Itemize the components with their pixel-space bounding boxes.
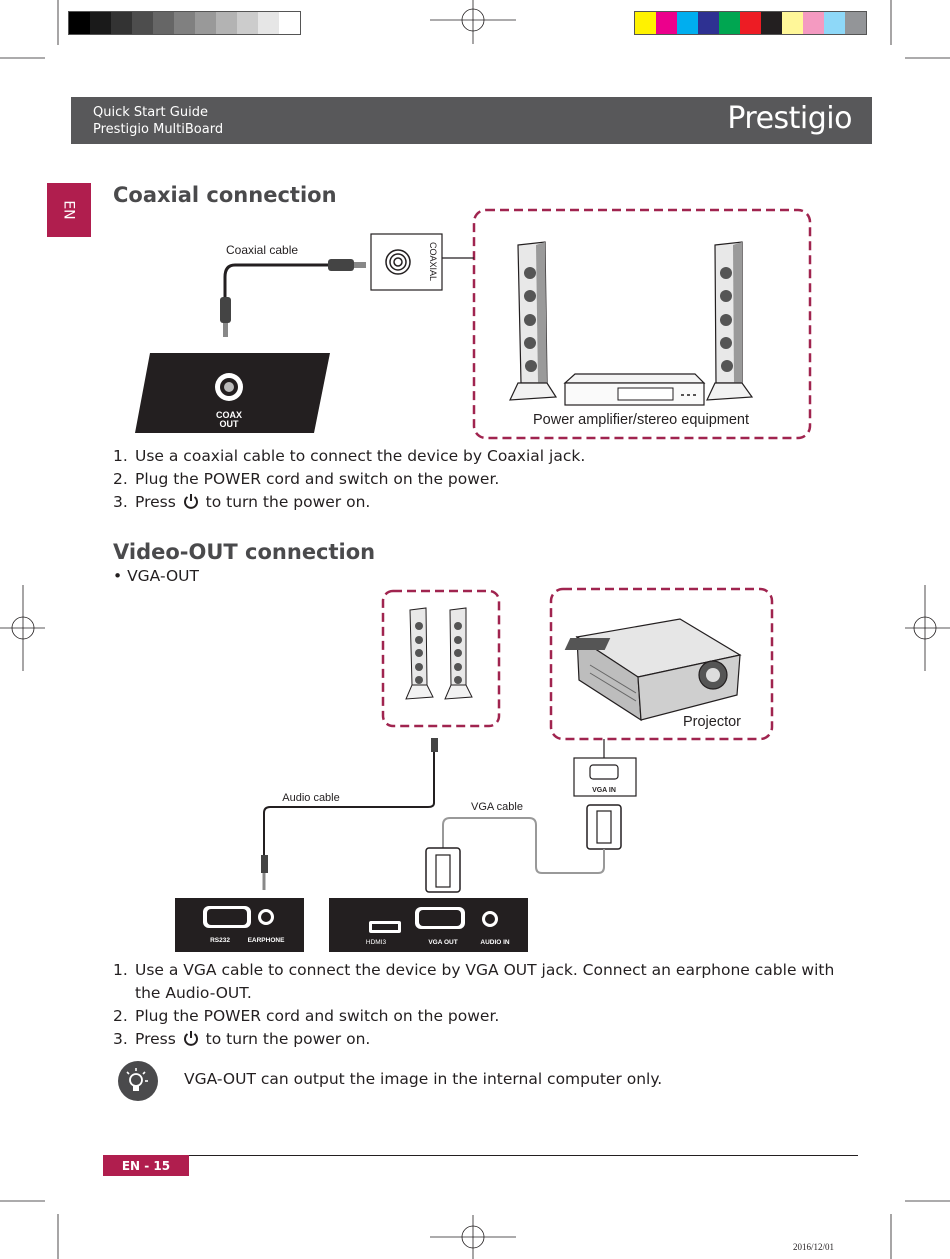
step-number: 1. (113, 961, 128, 979)
list-item: 1. Use a coaxial cable to connect the dev… (113, 445, 585, 468)
tip-text: VGA-OUT can output the image in the inte… (184, 1070, 663, 1088)
power-icon (183, 1031, 198, 1046)
audio-in-label: AUDIO IN (480, 939, 510, 946)
speaker-right (706, 241, 754, 401)
coax-out-label-line1: COAX (216, 410, 242, 420)
step-text: Use a VGA cable to connect the device by… (135, 961, 835, 979)
vga-out-bullet: • VGA-OUT (113, 567, 199, 585)
power-icon (183, 494, 198, 509)
coax-out-label-line2: OUT (220, 419, 240, 429)
earphone-label: EARPHONE (248, 937, 286, 944)
step-text: to turn the power on. (205, 1030, 371, 1048)
language-tab: EN (47, 183, 91, 237)
vga-cable-label: VGA cable (471, 801, 523, 813)
step-text: to turn the power on. (205, 493, 371, 511)
page-number-badge: EN - 15 (103, 1155, 189, 1176)
color-calibration-bar (634, 11, 867, 35)
projector (564, 618, 742, 722)
projector-label: Projector (683, 714, 741, 730)
hdmi-label: HDMI3 (366, 939, 387, 946)
vga-in-label: VGA IN (592, 787, 616, 794)
list-item: the Audio-OUT. (113, 982, 834, 1005)
step-number: 3. (113, 1030, 128, 1048)
header-title: Quick Start Guide Prestigio MultiBoard (93, 104, 223, 138)
grayscale-calibration-bar (68, 11, 301, 35)
list-item: 2. Plug the POWER cord and switch on the … (113, 468, 585, 491)
video-out-steps: 1. Use a VGA cable to connect the device … (113, 959, 834, 1051)
step-text: Plug the POWER cord and switch on the po… (135, 1007, 500, 1025)
step-text: Press (135, 493, 176, 511)
step-number: 1. (113, 447, 128, 465)
step-text: Plug the POWER cord and switch on the po… (135, 470, 500, 488)
video-out-title: Video-OUT connection (113, 540, 376, 564)
step-text: Use a coaxial cable to connect the devic… (135, 447, 586, 465)
brand-logo: Prestigio (727, 101, 852, 136)
vga-out-label: VGA OUT (428, 939, 457, 946)
header-product-label: Prestigio MultiBoard (93, 122, 224, 137)
audio-cable-label: Audio cable (282, 792, 340, 804)
coaxial-title: Coaxial connection (113, 183, 337, 207)
header-band (71, 97, 872, 144)
lightbulb-icon (118, 1061, 158, 1101)
coaxial-diagram: COAXIAL Coaxial cable COAX OUT Power amp… (135, 208, 812, 440)
list-item: 2. Plug the POWER cord and switch on the … (113, 1005, 834, 1028)
list-item: 3. Press to turn the power on. (113, 1028, 834, 1051)
rs232-label: RS232 (210, 937, 230, 944)
step-text: Press (135, 1030, 176, 1048)
speaker-pair (405, 607, 473, 700)
header-guide-label: Quick Start Guide (93, 105, 208, 120)
step-number: 2. (113, 470, 128, 488)
step-number: 3. (113, 493, 128, 511)
language-label: EN (60, 200, 77, 220)
step-text: the Audio-OUT. (135, 984, 252, 1002)
amplifier (563, 373, 706, 406)
coaxial-cable-label: Coaxial cable (226, 243, 298, 257)
speaker-left (509, 241, 558, 401)
coaxial-port-label: COAXIAL (428, 242, 438, 281)
list-item: 3. Press to turn the power on. (113, 491, 585, 514)
step-number: 2. (113, 1007, 128, 1025)
equipment-label: Power amplifier/stereo equipment (533, 412, 749, 428)
coaxial-steps: 1. Use a coaxial cable to connect the dev… (113, 445, 585, 514)
list-item: 1. Use a VGA cable to connect the device … (113, 959, 834, 982)
print-date: 2016/12/01 (793, 1242, 835, 1252)
footer-divider (103, 1155, 858, 1156)
vga-diagram: Projector VGA IN VGA cable Audio cable R… (175, 587, 774, 952)
